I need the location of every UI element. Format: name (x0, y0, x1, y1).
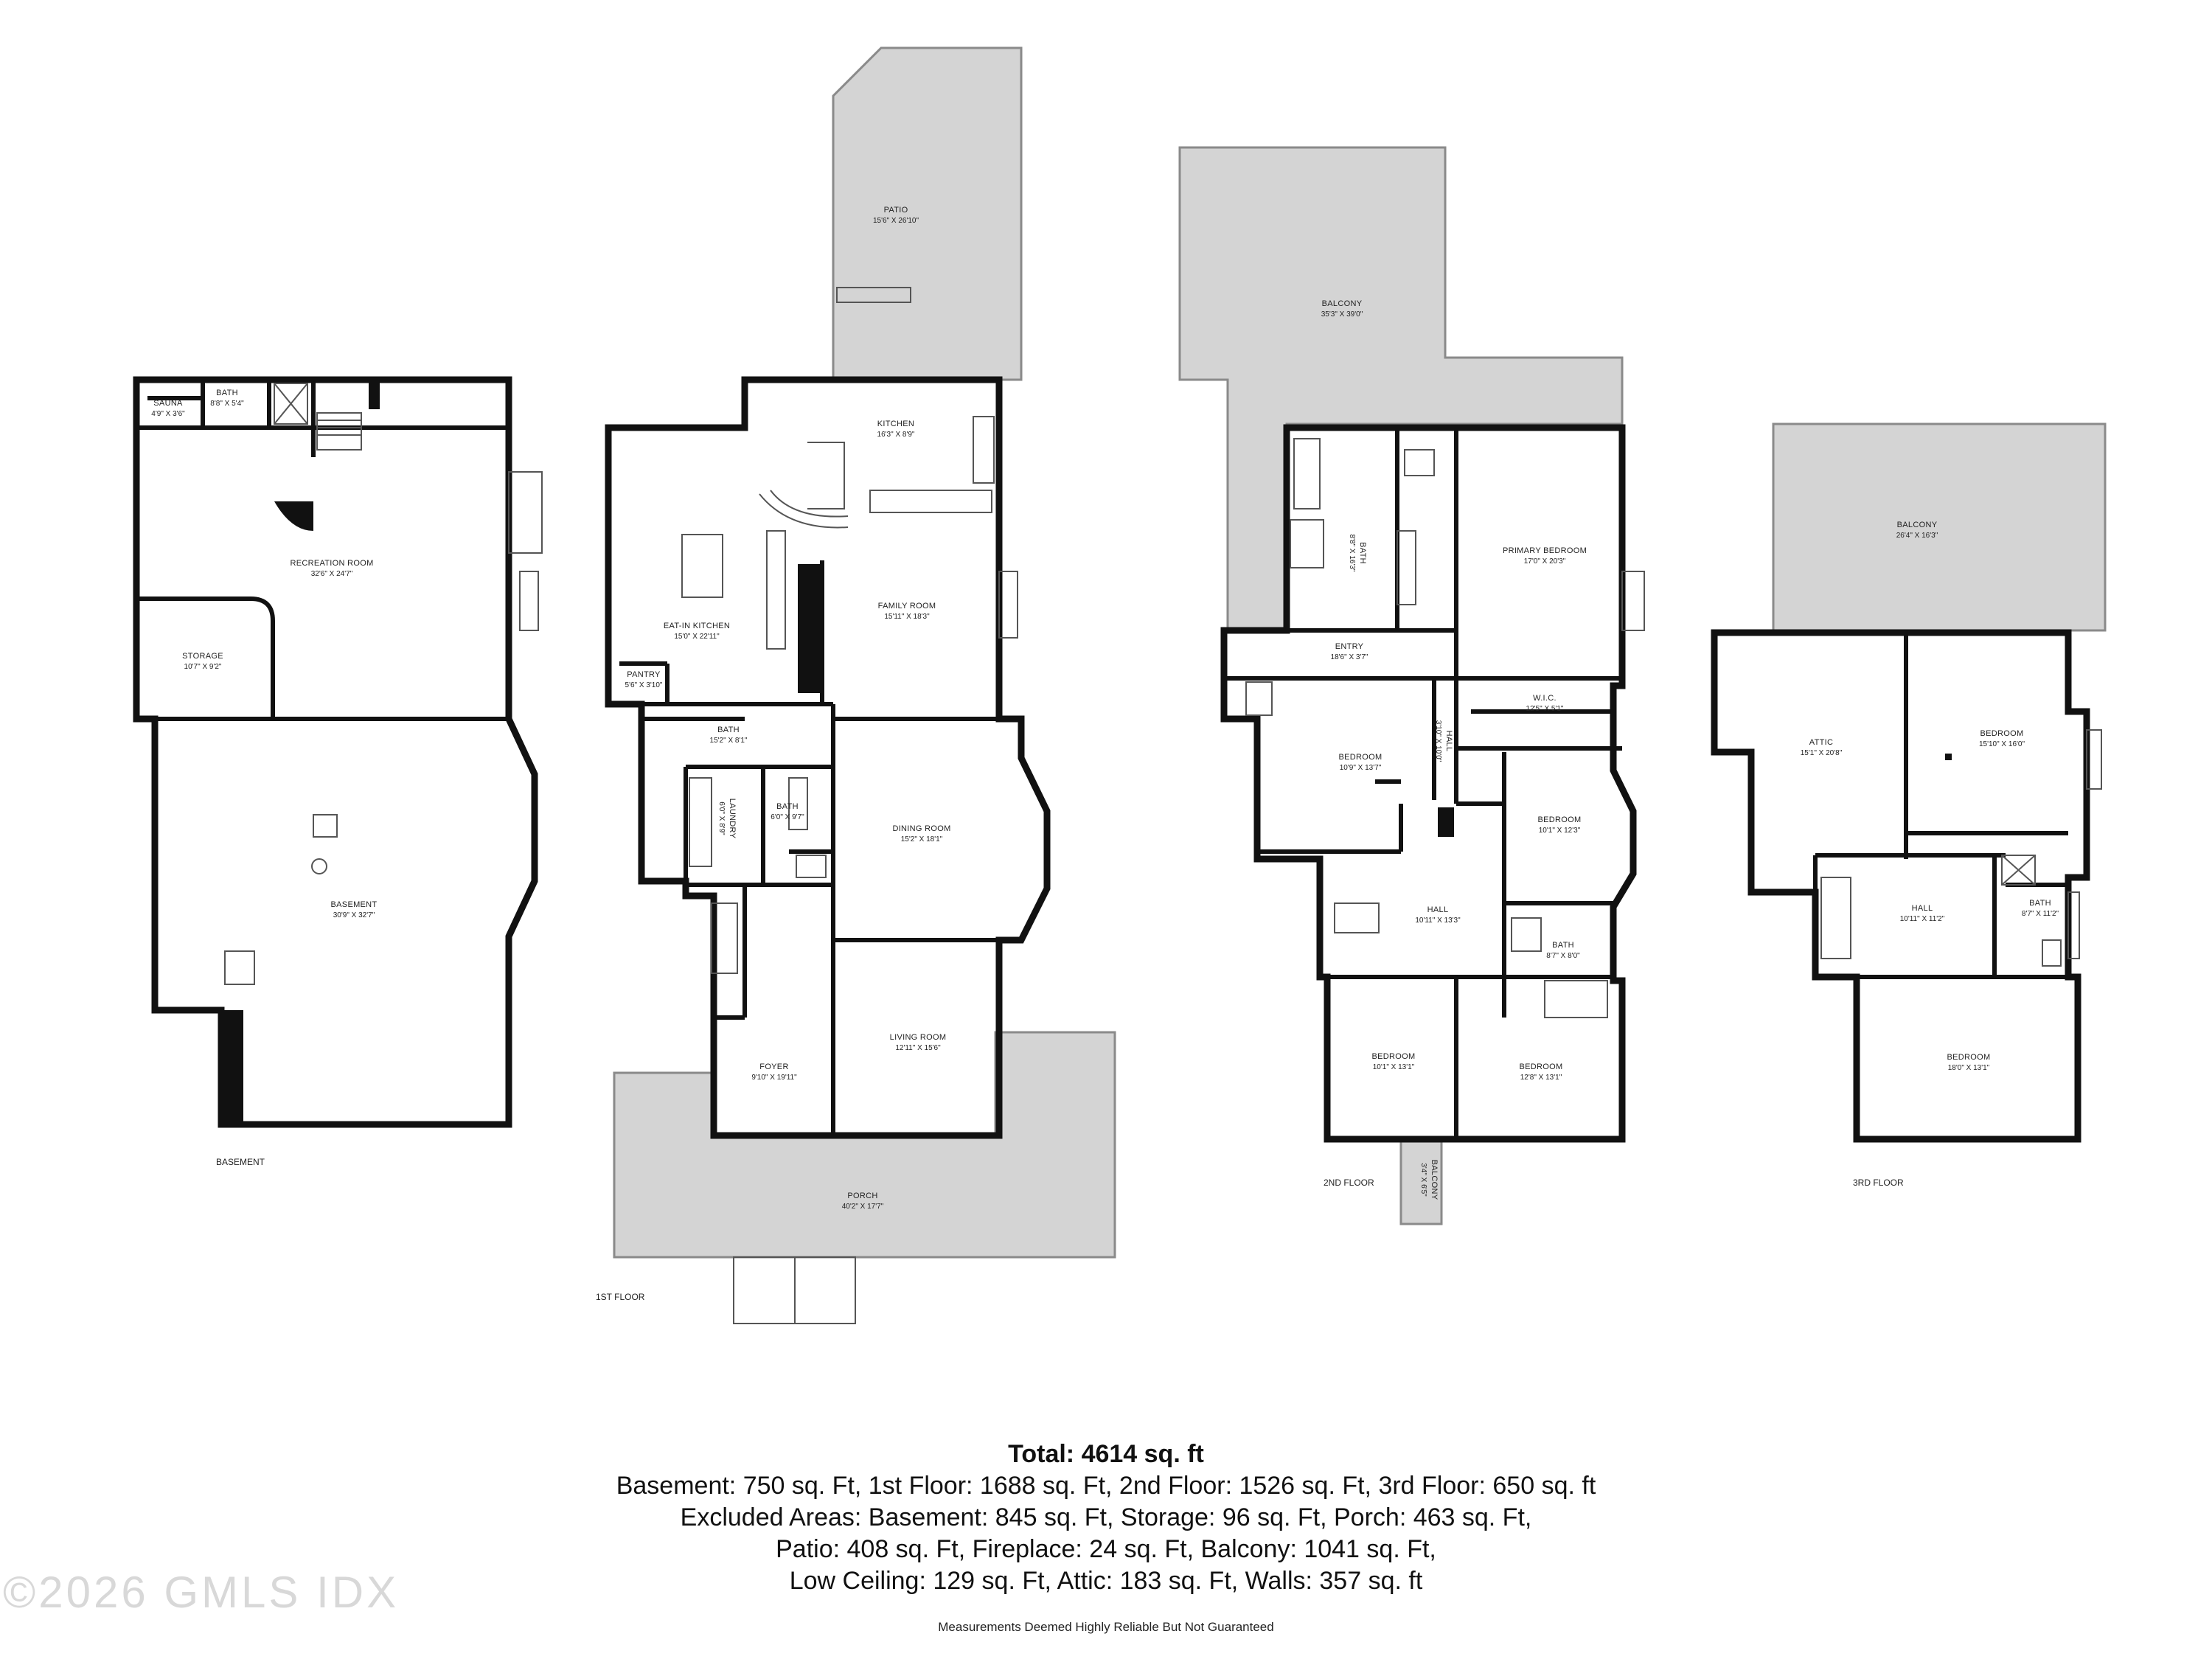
second-bedroom-two-label: BEDROOM (1538, 815, 1582, 824)
second-hall-two-dims: 10'11" X 13'3" (1415, 917, 1461, 925)
third-bedroom-two-label: BEDROOM (1947, 1053, 1991, 1062)
living-room-dims: 12'11" X 15'6" (895, 1044, 941, 1052)
second-balcony-small-label: BALCONY (1430, 1160, 1439, 1200)
first-bath-label: BATH (717, 726, 740, 734)
first-floor: PATIO 15'6" X 26'10" KITCHEN 16'3" X 8'9… (596, 46, 1116, 1324)
family-room-label: FAMILY ROOM (878, 602, 936, 611)
dining-room-label: DINING ROOM (892, 824, 950, 833)
watermark: ©2026 GMLS IDX (3, 1568, 400, 1617)
pantry-label: PANTRY (627, 670, 661, 679)
second-bedroom-three-dims: 10'1" X 13'1" (1373, 1063, 1415, 1071)
basement-bath-dims: 8'8" X 5'4" (210, 400, 244, 408)
second-bedroom-one-dims: 10'9" X 13'7" (1340, 764, 1382, 772)
third-bedroom-two-dims: 18'0" X 13'1" (1948, 1064, 1990, 1072)
storage-label: STORAGE (182, 652, 223, 661)
third-bedroom-one-dims: 15'10" X 16'0" (1979, 740, 2025, 748)
excluded-areas-line: Excluded Areas: Basement: 845 sq. Ft, St… (680, 1503, 1532, 1531)
entry-dims: 18'6" X 3'7" (1331, 653, 1368, 661)
second-bath-one-label: BATH (1358, 542, 1367, 564)
third-hall-dims: 10'11" X 11'2" (1900, 915, 1945, 923)
floor-areas-line: Basement: 750 sq. Ft, 1st Floor: 1688 sq… (616, 1472, 1596, 1500)
sauna-dims: 4'9" X 3'6" (151, 410, 185, 418)
first-bath-dims: 15'2" X 8'1" (710, 737, 748, 745)
laundry-dims: 6'0" X 8'9" (717, 801, 726, 835)
living-room-label: LIVING ROOM (890, 1033, 947, 1042)
porch-label: PORCH (847, 1192, 877, 1200)
dining-room-dims: 15'2" X 18'1" (901, 835, 943, 844)
third-floor: BALCONY 26'4" X 16'3" ATTIC 15'1" X 20'8… (1711, 422, 2107, 1188)
sauna-label: SAUNA (153, 399, 183, 408)
second-bedroom-one-label: BEDROOM (1339, 753, 1382, 762)
second-hall-one-label: HALL (1444, 731, 1453, 752)
third-balcony-label: BALCONY (1897, 521, 1938, 529)
entry-label: ENTRY (1335, 642, 1364, 651)
recreation-room-dims: 32'6" X 24'7" (311, 570, 353, 578)
family-room-dims: 15'11" X 18'3" (884, 613, 930, 621)
foyer-label: FOYER (759, 1062, 788, 1071)
kitchen-label: KITCHEN (877, 420, 914, 428)
third-hall-label: HALL (1912, 904, 1933, 913)
basement-floor: SAUNA 4'9" X 3'6" BATH 8'8" X 5'4" RECRE… (133, 376, 543, 1167)
second-balcony-dims: 35'3" X 39'0" (1321, 310, 1363, 319)
second-bath-label: BATH (776, 802, 799, 811)
disclaimer: Measurements Deemed Highly Reliable But … (938, 1620, 1274, 1634)
second-hall-one-dims: 3'10" X 10'0" (1434, 720, 1442, 762)
basement-floor-label: BASEMENT (216, 1157, 265, 1167)
area-summary: Total: 4614 sq. ft Basement: 750 sq. Ft,… (0, 1438, 2212, 1597)
storage-dims: 10'7" X 9'2" (184, 663, 222, 671)
second-bath-one-dims: 8'8" X 16'3" (1348, 535, 1356, 572)
second-bedroom-four-label: BEDROOM (1520, 1062, 1563, 1071)
total-area: Total: 4614 sq. ft (1008, 1440, 1204, 1468)
basement-bath-label: BATH (216, 389, 238, 397)
second-bath-dims: 6'0" X 9'7" (771, 813, 804, 821)
pantry-dims: 5'6" X 3'10" (625, 681, 663, 689)
attic-dims: 15'1" X 20'8" (1801, 749, 1843, 757)
primary-bedroom-dims: 17'0" X 20'3" (1524, 557, 1566, 566)
eat-in-kitchen-label: EAT-IN KITCHEN (664, 622, 730, 630)
walk-in-closet-label: W.I.C. (1533, 694, 1557, 703)
second-floor: BALCONY 35'3" X 39'0" BATH 8'8" X 16'3" … (1178, 146, 1645, 1225)
porch-dims: 40'2" X 17'7" (842, 1203, 884, 1211)
second-bath-two-dims: 8'7" X 8'0" (1546, 952, 1580, 960)
patio-dims: 15'6" X 26'10" (873, 217, 919, 225)
second-balcony-small-dims: 3'4" X 6'5" (1419, 1163, 1427, 1197)
second-bath-two-label: BATH (1552, 941, 1574, 950)
second-balcony-label: BALCONY (1322, 299, 1363, 308)
excluded-areas-line-2: Patio: 408 sq. Ft, Fireplace: 24 sq. Ft,… (776, 1535, 1436, 1563)
third-floor-label: 3RD FLOOR (1853, 1178, 1904, 1188)
basement-room-label: BASEMENT (331, 900, 378, 909)
recreation-room-label: RECREATION ROOM (290, 559, 373, 568)
second-bedroom-two-dims: 10'1" X 12'3" (1539, 827, 1581, 835)
first-floor-label: 1ST FLOOR (596, 1292, 645, 1302)
walk-in-closet-dims: 12'5" X 5'1" (1526, 705, 1564, 713)
foyer-dims: 9'10" X 19'11" (751, 1074, 797, 1082)
patio-label: PATIO (884, 206, 908, 215)
excluded-areas-line-3: Low Ceiling: 129 sq. Ft, Attic: 183 sq. … (789, 1567, 1423, 1595)
primary-bedroom-label: PRIMARY BEDROOM (1503, 546, 1587, 555)
second-bedroom-three-label: BEDROOM (1372, 1052, 1416, 1061)
third-bedroom-one-label: BEDROOM (1980, 729, 2024, 738)
eat-in-kitchen-dims: 15'0" X 22'11" (674, 633, 720, 641)
third-bath-dims: 8'7" X 11'2" (2022, 910, 2059, 918)
kitchen-dims: 16'3" X 8'9" (877, 431, 915, 439)
second-floor-label: 2ND FLOOR (1324, 1178, 1374, 1188)
laundry-label: LAUNDRY (728, 799, 737, 839)
second-hall-two-label: HALL (1427, 905, 1449, 914)
basement-room-dims: 30'9" X 32'7" (333, 911, 375, 919)
attic-label: ATTIC (1809, 738, 1833, 747)
third-bath-label: BATH (2029, 899, 2051, 908)
second-bedroom-four-dims: 12'8" X 13'1" (1520, 1074, 1562, 1082)
third-balcony-dims: 26'4" X 16'3" (1896, 532, 1938, 540)
